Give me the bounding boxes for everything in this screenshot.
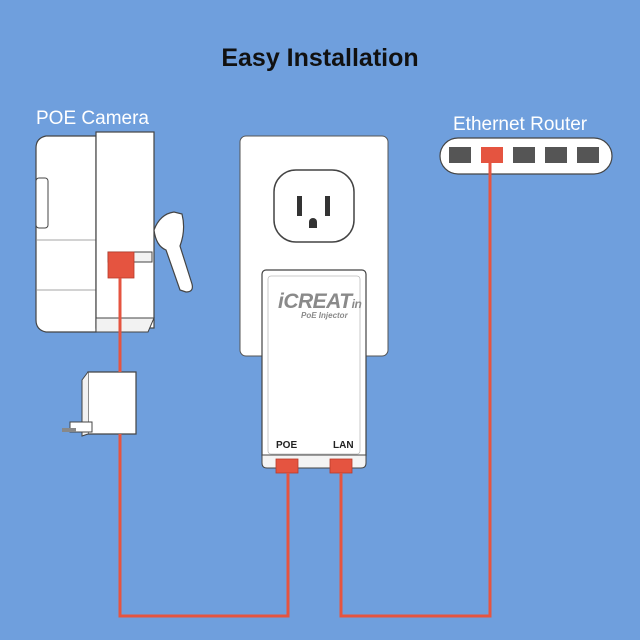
camera-port bbox=[107, 251, 135, 279]
router-label: Ethernet Router bbox=[453, 114, 588, 135]
poe-port bbox=[275, 458, 299, 474]
camera-to-poe-cable bbox=[118, 434, 290, 618]
outlet-socket bbox=[273, 169, 355, 243]
outlet-slot-left bbox=[297, 196, 302, 216]
lan-port bbox=[329, 458, 353, 474]
ethernet-router bbox=[439, 137, 613, 175]
router-port-5 bbox=[577, 147, 599, 163]
lan-port-label: LAN bbox=[333, 440, 354, 451]
injector-brand-logo: iCREATin bbox=[278, 290, 362, 314]
camera-connector bbox=[62, 371, 137, 437]
camera-mount bbox=[153, 211, 193, 293]
brand-suffix: in bbox=[351, 297, 362, 311]
outlet-slot-right bbox=[325, 196, 330, 216]
poe-camera bbox=[35, 131, 193, 333]
cables bbox=[118, 163, 492, 618]
router-port-4 bbox=[545, 147, 567, 163]
brand-name: iCREAT bbox=[278, 290, 352, 313]
router-port-1 bbox=[449, 147, 471, 163]
camera-label: POE Camera bbox=[36, 108, 149, 129]
poe-injector bbox=[261, 269, 367, 474]
poe-port-label: POE bbox=[276, 440, 298, 451]
injector-model: PoE Injector bbox=[301, 311, 348, 320]
outlet-ground bbox=[309, 218, 317, 228]
router-port-3 bbox=[513, 147, 535, 163]
page-title: Easy Installation bbox=[221, 44, 419, 72]
lan-to-router-cable bbox=[339, 163, 492, 618]
router-port-2 bbox=[481, 147, 503, 163]
